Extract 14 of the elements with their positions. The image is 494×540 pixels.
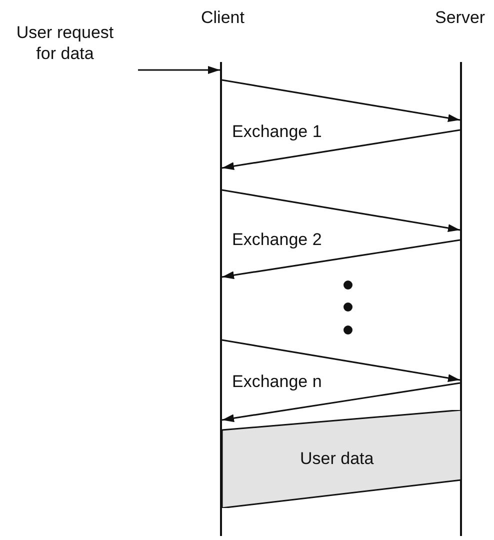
exchange-label: Exchange n [232, 372, 322, 392]
arrow [222, 189, 460, 232]
lifeline-heading: Server [435, 8, 486, 28]
arrow [138, 66, 220, 74]
request-text: User request for data [6, 22, 124, 64]
arrow [222, 129, 460, 170]
exchange-label: Exchange 2 [232, 230, 322, 250]
band-label: User data [300, 449, 374, 469]
arrow [222, 339, 460, 382]
arrow [222, 382, 460, 422]
lifeline-heading: Client [201, 8, 244, 28]
arrow [222, 239, 460, 280]
exchange-label: Exchange 1 [232, 122, 322, 142]
arrow [222, 79, 460, 122]
